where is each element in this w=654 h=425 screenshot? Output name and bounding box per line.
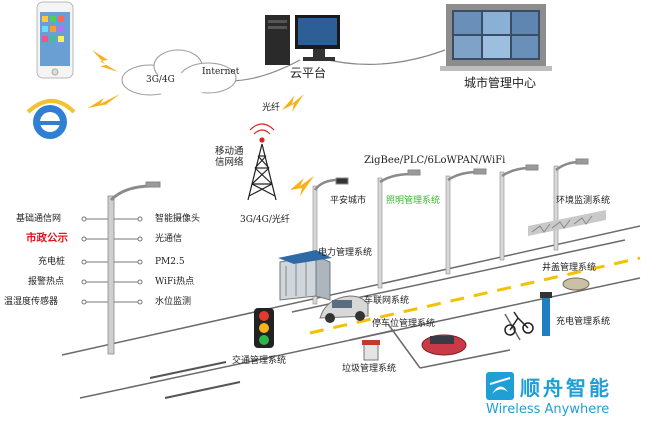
cloud-platform-label: 云平台 <box>290 66 327 80</box>
charging-label: 充电管理系统 <box>556 317 611 327</box>
right-item-2: PM2.5 <box>155 257 185 267</box>
browser-icon <box>26 99 76 139</box>
garbage-label: 垃圾管理系统 <box>342 364 397 374</box>
manhole-label: 井盖管理系统 <box>542 263 597 273</box>
brand-name-cn: 顺舟智能 <box>520 376 612 400</box>
right-item-1: 光通信 <box>155 234 183 244</box>
wireless-link-label: 3G/4G/光纤 <box>240 215 290 225</box>
road-center-line <box>309 256 641 335</box>
charging-station <box>540 292 552 336</box>
phone-icon <box>36 1 74 79</box>
lighting-label: 照明管理系统 <box>386 196 441 206</box>
parking-label: 停车位管理系统 <box>372 319 436 329</box>
power-label: 电力管理系统 <box>318 248 373 258</box>
garbage-bin <box>362 340 380 361</box>
left-item-0: 基础通信网 <box>16 214 62 224</box>
environment-label: 环境监测系统 <box>556 196 611 206</box>
protocols-label: ZigBee/PLC/6LoWPAN/WiFi <box>364 155 506 166</box>
safe-city-label: 平安城市 <box>330 196 367 206</box>
manhole-cover <box>562 277 590 291</box>
left-item-3: 报警热点 <box>28 277 65 287</box>
right-item-0: 智能摄像头 <box>155 214 201 224</box>
power-cabinet <box>278 250 332 301</box>
traffic-light-icon <box>254 308 274 348</box>
brand-logo-icon <box>486 372 514 400</box>
tower-icon <box>247 123 277 201</box>
environment-sensor-graphic <box>528 210 606 236</box>
left-pole <box>107 181 161 355</box>
brand-name-en: Wireless Anywhere <box>486 402 610 417</box>
server-icon <box>265 15 340 65</box>
cloud-icon <box>121 49 237 96</box>
right-item-3: WiFi热点 <box>155 277 195 287</box>
video-wall-icon <box>440 4 552 71</box>
vehicle-network-label: 车联网系统 <box>364 296 410 306</box>
city-center-label: 城市管理中心 <box>464 76 537 90</box>
network-label: 3G/4G <box>146 75 175 85</box>
mobile-network-label: 移动通信网络 <box>215 146 244 168</box>
pole-sensor-markers <box>81 216 143 305</box>
traffic-label: 交通管理系统 <box>232 356 287 366</box>
scooter-icon <box>504 311 534 336</box>
left-item-2: 充电桩 <box>38 257 66 267</box>
lightning-icon <box>88 50 314 196</box>
right-item-4: 水位监测 <box>155 297 192 307</box>
internet-label: Internet <box>202 67 240 77</box>
left-item-4: 温湿度传感器 <box>4 297 59 307</box>
parking-car-icon <box>421 334 467 356</box>
fiber-label: 光纤 <box>262 103 281 113</box>
car-icon <box>319 295 369 323</box>
street-lamps <box>312 158 589 305</box>
left-item-1: 市政公示 <box>26 232 68 244</box>
crosswalk <box>149 361 241 399</box>
